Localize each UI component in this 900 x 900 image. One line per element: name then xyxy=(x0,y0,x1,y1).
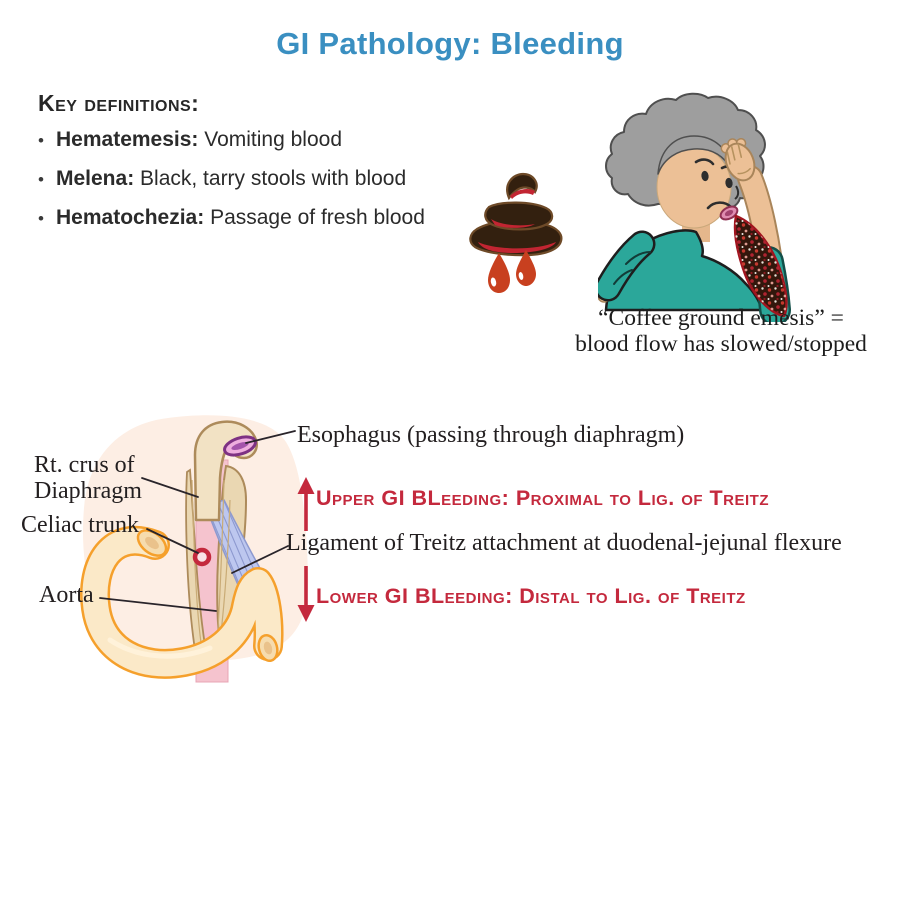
page-title: GI Pathology: Bleeding xyxy=(276,26,624,61)
lower-gi-bleeding-label: Lower GI BLeeding: Distal to Lig. of Tre… xyxy=(316,584,746,608)
lower-gi-arrow-icon xyxy=(297,566,315,622)
ligament-label: Ligament of Treitz attachment at duodena… xyxy=(286,530,842,556)
definition-term: Hematemesis: xyxy=(56,128,199,151)
aorta-label: Aorta xyxy=(39,582,94,608)
pointer-lines xyxy=(99,430,296,612)
esophagus-label: Esophagus (passing through diaphragm) xyxy=(297,422,685,448)
esophagus-opening xyxy=(223,435,257,457)
upper-gi-bleeding-label: Upper GI BLeeding: Proximal to Lig. of T… xyxy=(316,486,770,510)
definition-desc: Passage of fresh blood xyxy=(210,206,425,229)
duodenum-loop xyxy=(80,525,284,679)
emesis-caption-line1: “Coffee ground emesis” = xyxy=(598,305,844,331)
elderly-woman-illustration xyxy=(598,92,791,322)
bullet-icon: • xyxy=(38,131,44,150)
definition-desc: Black, tarry stools with blood xyxy=(140,167,407,190)
hand-on-forehead xyxy=(720,137,756,182)
emesis-caption-line2: blood flow has slowed/stopped xyxy=(575,331,867,357)
bullet-icon: • xyxy=(38,170,44,189)
definition-term: Melena: xyxy=(56,167,135,190)
bullet-icon: • xyxy=(38,209,44,228)
emesis-caption: “Coffee ground emesis” = blood flow has … xyxy=(540,305,900,357)
rt-crus-label: Rt. crus of Diaphragm xyxy=(34,452,142,504)
treitz-anatomy-illustration xyxy=(80,415,315,683)
melena-stool-icon xyxy=(469,172,563,293)
blood-drop-icon xyxy=(488,253,510,293)
definition-desc: Vomiting blood xyxy=(204,128,343,151)
key-definitions-heading: Key definitions: xyxy=(38,90,200,116)
definition-term: Hematochezia: xyxy=(56,206,205,229)
upper-gi-arrow-icon xyxy=(297,477,315,531)
key-definitions-section: Key definitions: • Hematemesis: Vomiting… xyxy=(38,90,425,245)
list-item: • Melena: Black, tarry stools with blood xyxy=(38,167,425,191)
list-item: • Hematochezia: Passage of fresh blood xyxy=(38,206,425,230)
celiac-trunk-label: Celiac trunk xyxy=(21,512,139,538)
list-item: • Hematemesis: Vomiting blood xyxy=(38,128,425,152)
